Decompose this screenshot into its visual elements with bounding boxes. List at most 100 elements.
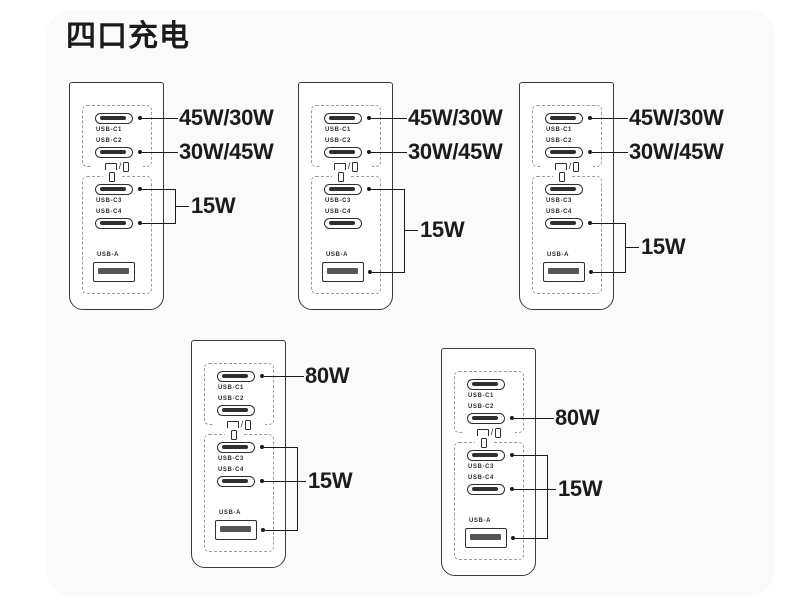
port-usb-a[interactable] — [215, 520, 257, 540]
port-label-c2: USB-C2 — [546, 138, 572, 144]
port-label-a: USB-A — [219, 510, 241, 516]
callout-dot-c1 — [138, 116, 142, 120]
port-usb-c4[interactable] — [324, 218, 362, 229]
callout-dot-c3 — [367, 187, 371, 191]
port-usb-a[interactable] — [322, 262, 364, 282]
leader-line-a — [593, 272, 626, 274]
phone-icon — [481, 437, 487, 448]
leader-line-c2 — [592, 152, 628, 154]
leader-line-c1 — [371, 118, 407, 120]
port-label-a: USB-A — [97, 252, 119, 258]
port-usb-c3[interactable] — [467, 450, 505, 461]
port-usb-c3[interactable] — [217, 442, 255, 453]
device-3: / USB-C1 USB-C2 USB-C3 USB-C4 USB-A 45W/… — [519, 82, 734, 314]
port-usb-c4[interactable] — [545, 218, 583, 229]
phone-group-icon — [225, 428, 243, 441]
leader-line-c1 — [264, 376, 304, 378]
port-label-c4: USB-C4 — [468, 475, 494, 481]
callout-dot-c4 — [138, 221, 142, 225]
leader-line-c3 — [264, 447, 298, 449]
callout-dot-c3 — [510, 453, 514, 457]
content-card — [46, 10, 775, 596]
device-4: / USB-C1 USB-C2 USB-C3 USB-C4 USB-A 80W … — [191, 340, 406, 572]
slash-separator: / — [118, 161, 122, 171]
port-label-c4: USB-C4 — [325, 209, 351, 215]
phone-icon — [338, 171, 344, 182]
phone-group-icon — [475, 436, 493, 449]
port-usb-c2[interactable] — [324, 147, 362, 158]
port-usb-c4[interactable] — [467, 484, 505, 495]
callout-dot-a — [261, 528, 265, 532]
phone-icon — [495, 427, 502, 438]
callout-dot-c1 — [260, 374, 264, 378]
callout-dot-c4 — [510, 487, 514, 491]
leader-line-c2 — [514, 418, 554, 420]
page-title: 四口充电 — [66, 20, 190, 53]
leader-line-c1 — [592, 118, 628, 120]
callout-c1: 80W — [305, 363, 350, 388]
callout-dot-c4 — [588, 221, 592, 225]
leader-line-c2 — [142, 152, 178, 154]
callout-dot-c1 — [367, 116, 371, 120]
port-usb-c1[interactable] — [467, 379, 505, 390]
port-usb-c1[interactable] — [324, 113, 362, 124]
slash-separator: / — [568, 161, 572, 171]
leader-line-a — [372, 272, 405, 274]
port-label-c3: USB-C3 — [96, 198, 122, 204]
leader-line-15w — [404, 230, 418, 232]
callout-dot-c1 — [588, 116, 592, 120]
callout-c2: 30W/45W — [179, 139, 274, 164]
phone-icon — [352, 161, 359, 172]
callout-dot-c4 — [260, 479, 264, 483]
port-usb-c4[interactable] — [217, 476, 255, 487]
callout-c1: 45W/30W — [408, 105, 503, 130]
port-label-c2: USB-C2 — [96, 138, 122, 144]
port-label-c3: USB-C3 — [325, 198, 351, 204]
port-usb-c1[interactable] — [95, 113, 133, 124]
device-5: / USB-C1 USB-C2 USB-C3 USB-C4 USB-A 80W … — [441, 348, 656, 580]
port-usb-c1[interactable] — [545, 113, 583, 124]
callout-dot-c2 — [367, 150, 371, 154]
leader-line-15w — [175, 206, 189, 208]
slash-separator: / — [240, 419, 244, 429]
port-usb-a[interactable] — [465, 528, 507, 548]
leader-line-c4 — [592, 223, 626, 225]
phone-icon — [123, 161, 130, 172]
callout-dot-c2 — [510, 416, 514, 420]
port-usb-c4[interactable] — [95, 218, 133, 229]
port-usb-c2[interactable] — [217, 405, 255, 416]
device-type-icons: / — [320, 160, 372, 173]
leader-line-a — [515, 538, 548, 540]
phone-icon — [573, 161, 580, 172]
leader-line-c2 — [371, 152, 407, 154]
port-label-c4: USB-C4 — [218, 467, 244, 473]
port-usb-a[interactable] — [543, 262, 585, 282]
port-usb-c3[interactable] — [95, 184, 133, 195]
port-label-c2: USB-C2 — [218, 396, 244, 402]
port-label-c1: USB-C1 — [218, 385, 244, 391]
phone-group-icon — [553, 170, 571, 183]
device-2: / USB-C1 USB-C2 USB-C3 USB-C4 USB-A 45W/… — [298, 82, 508, 314]
port-usb-c3[interactable] — [324, 184, 362, 195]
port-usb-c1[interactable] — [217, 371, 255, 382]
slash-separator: / — [347, 161, 351, 171]
port-usb-c2[interactable] — [467, 413, 505, 424]
callout-c2: 80W — [555, 405, 600, 430]
port-label-c1: USB-C1 — [96, 127, 122, 133]
callout-15w: 15W — [641, 234, 686, 259]
port-usb-c3[interactable] — [545, 184, 583, 195]
phone-icon — [109, 171, 115, 182]
leader-line-a — [265, 530, 298, 532]
leader-bracket-15w — [547, 455, 549, 539]
callout-dot-c3 — [138, 187, 142, 191]
port-usb-c2[interactable] — [95, 147, 133, 158]
callout-dot-a — [368, 270, 372, 274]
leader-line-c3 — [142, 189, 176, 191]
port-label-c2: USB-C2 — [468, 404, 494, 410]
device-type-icons: / — [91, 160, 143, 173]
phone-icon — [231, 429, 237, 440]
leader-bracket-15w — [297, 447, 299, 531]
port-usb-c2[interactable] — [545, 147, 583, 158]
port-usb-a[interactable] — [93, 262, 135, 282]
